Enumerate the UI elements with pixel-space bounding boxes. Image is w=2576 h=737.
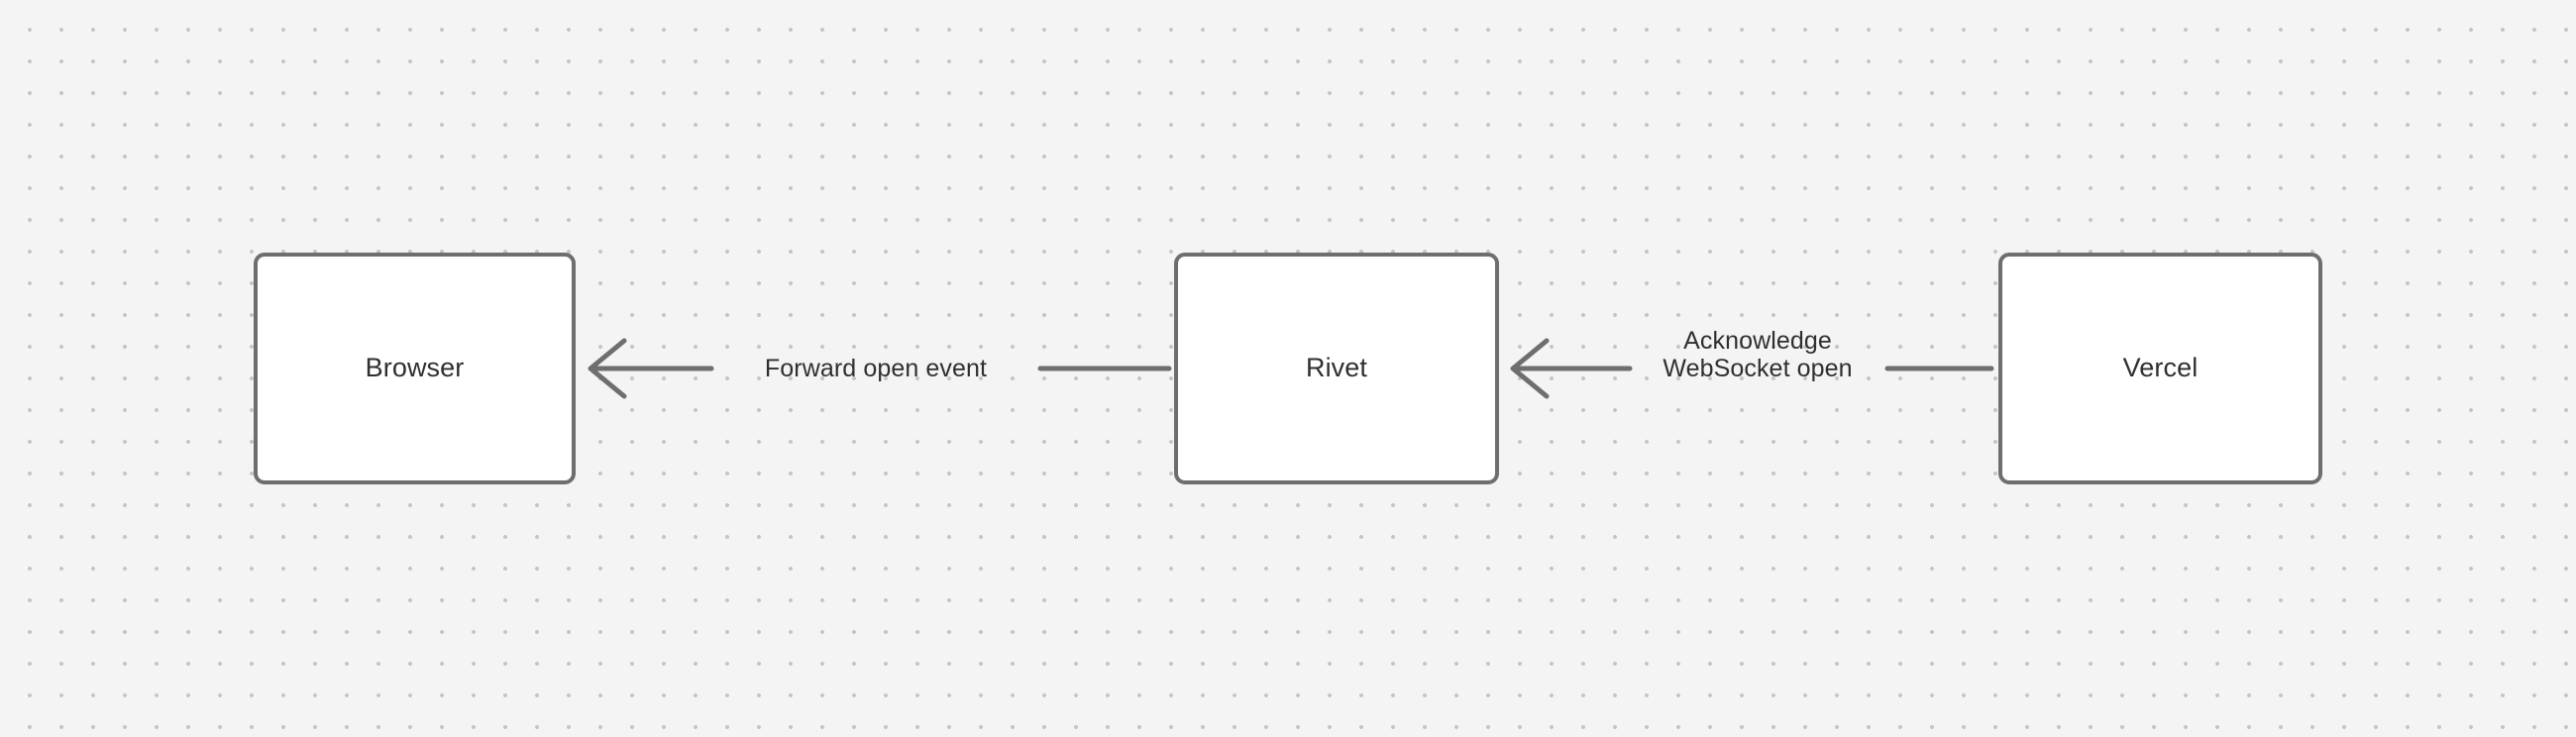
node-vercel[interactable]: Vercel [1998, 253, 2322, 484]
node-vercel-label: Vercel [2122, 353, 2199, 383]
node-browser[interactable]: Browser [254, 253, 576, 484]
arrowhead-left-icon [1510, 338, 1550, 399]
node-rivet[interactable]: Rivet [1174, 253, 1499, 484]
arrowhead-left-icon [588, 338, 627, 399]
node-rivet-label: Rivet [1305, 353, 1367, 383]
edge-label-forward-open-event: Forward open event [764, 355, 988, 382]
node-browser-label: Browser [365, 353, 465, 383]
edge-label-acknowledge-websocket-open: Acknowledge WebSocket open [1663, 327, 1853, 382]
